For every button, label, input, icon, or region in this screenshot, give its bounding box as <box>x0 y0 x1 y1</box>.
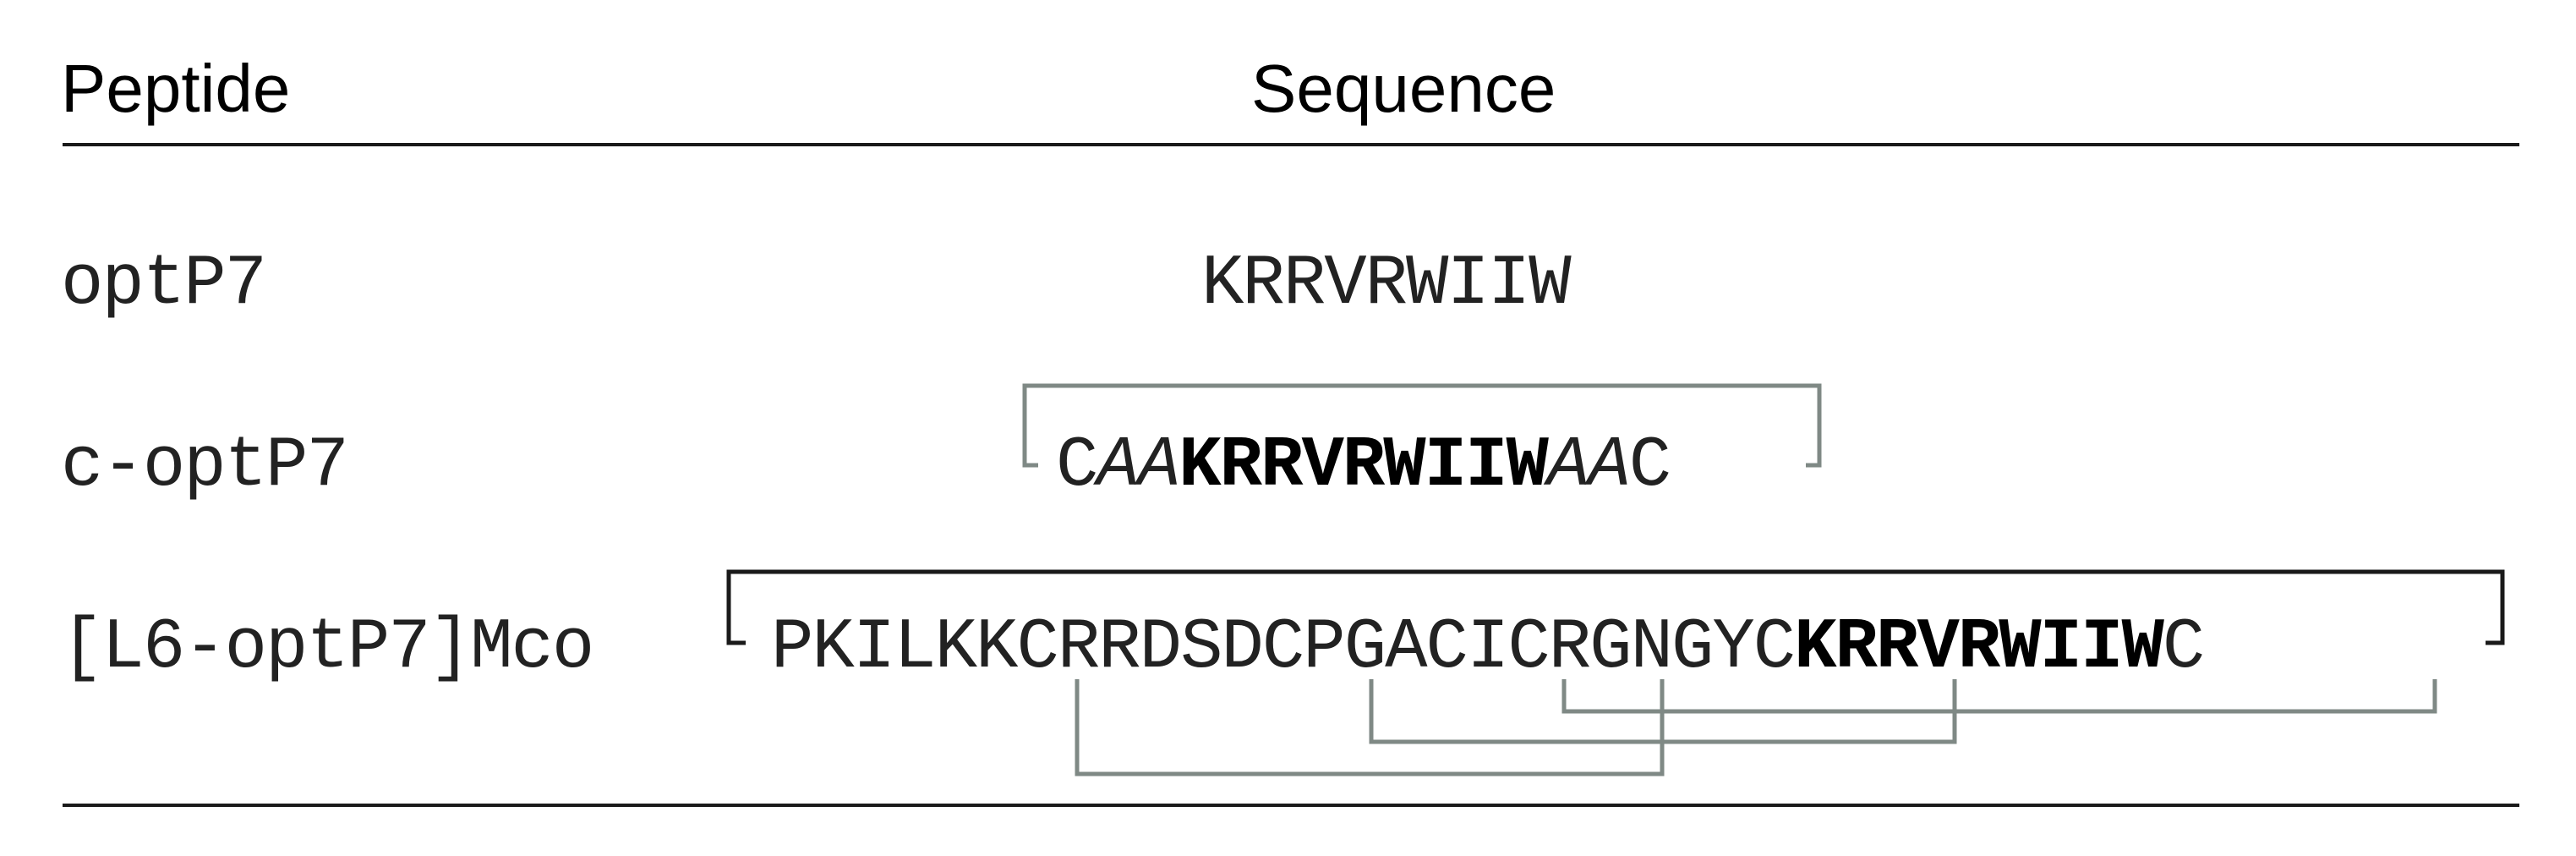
seq-segment-cys-c: C <box>1628 426 1671 507</box>
column-header-peptide: Peptide <box>61 51 291 126</box>
seq-segment-graft: KRRVRWIIW <box>1794 608 2164 689</box>
seq-segment-scaffold: PKILKKCRRDSDCPGACICRGNGYC <box>771 608 1796 689</box>
seq-segment-core: KRRVRWIIW <box>1179 426 1549 507</box>
peptide-name-l6-optp7-mco: [L6-optP7]Mco <box>61 608 594 689</box>
sequence-c-optp7: CAAKRRVRWIIWAAC <box>1056 431 1671 502</box>
bottom-rule <box>63 804 2519 807</box>
peptide-name-optp7: optP7 <box>61 244 267 325</box>
sequence-optp7: KRRVRWIIW <box>1201 244 1572 325</box>
peptide-name-c-optp7: c-optP7 <box>61 426 349 507</box>
mco-cyclization-bracket <box>726 569 2505 645</box>
disulfide-bond-3 <box>1561 679 2437 714</box>
top-rule <box>63 143 2519 146</box>
seq-segment-linker-c: AA <box>1546 426 1631 507</box>
seq-segment-linker-n: AA <box>1097 426 1180 507</box>
sequence-l6-optp7-mco: PKILKKCRRDSDCPGACICRGNGYCKRRVRWIIWC <box>771 613 2205 684</box>
c-optp7-cyclization-bracket <box>1022 383 1822 468</box>
seq-segment-cys-c: C <box>2162 608 2205 689</box>
seq-segment-cys-n: C <box>1056 426 1098 507</box>
column-header-sequence: Sequence <box>1251 51 1556 126</box>
disulfide-bond-1 <box>1075 679 1665 776</box>
